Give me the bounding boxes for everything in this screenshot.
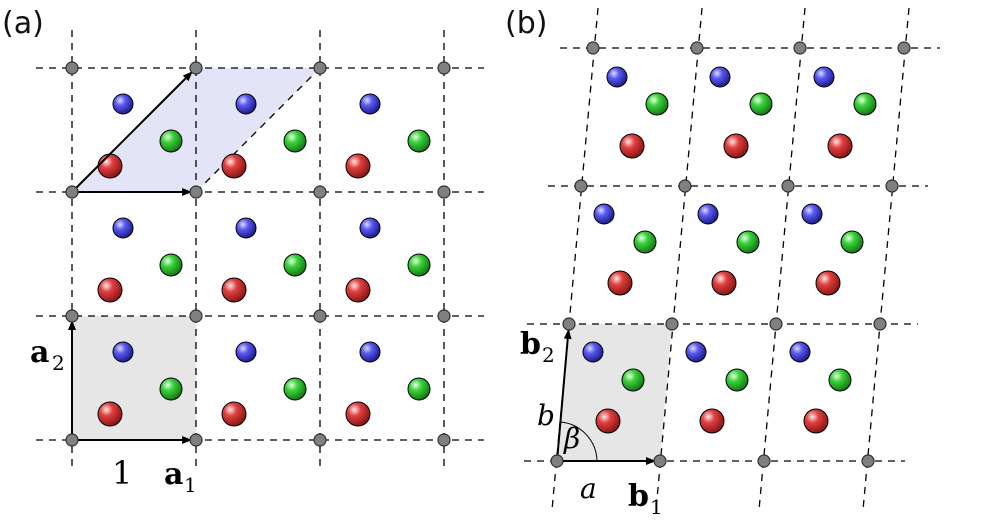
vectors-b bbox=[556, 329, 656, 465]
primitive-cell-a bbox=[72, 68, 320, 192]
vector-a2-label: a bbox=[30, 335, 49, 370]
length-b-label: b bbox=[537, 399, 555, 432]
atoms-b bbox=[582, 66, 877, 434]
vector-b1-subscript: 1 bbox=[650, 495, 663, 519]
panel-a-label: (a) bbox=[2, 6, 44, 41]
vectors-a bbox=[68, 71, 193, 444]
vector-a1-subscript: 1 bbox=[184, 473, 197, 497]
panel-a: (a) bbox=[2, 6, 484, 497]
unit-length-label: 1 bbox=[112, 454, 132, 492]
lattice-points-b bbox=[550, 41, 911, 468]
vector-b2-label: b bbox=[520, 327, 541, 362]
unit-cell-a bbox=[72, 316, 196, 440]
atoms-a bbox=[97, 93, 431, 427]
length-a-label: a bbox=[580, 472, 597, 505]
angle-beta-label: β bbox=[563, 422, 580, 455]
angle-beta-arc bbox=[560, 421, 598, 462]
lattice-points-a bbox=[65, 61, 451, 447]
vector-a1-label: a bbox=[164, 457, 183, 492]
vector-a2-subscript: 2 bbox=[52, 351, 65, 375]
vector-b1-label: b bbox=[628, 479, 649, 514]
panel-b: (b) bbox=[505, 6, 940, 519]
vector-b2-subscript: 2 bbox=[542, 343, 555, 367]
panel-b-label: (b) bbox=[505, 6, 547, 41]
